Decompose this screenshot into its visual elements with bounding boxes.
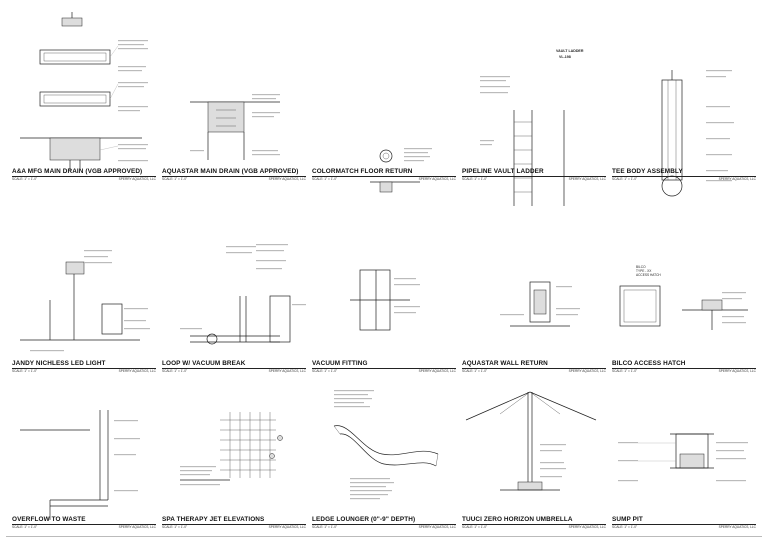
detail-brand: SPERRY AQUATICS, LLC xyxy=(118,177,156,181)
detail-title: LEDGE LOUNGER (0"-9" DEPTH) xyxy=(312,516,416,523)
detail-brand: SPERRY AQUATICS, LLC xyxy=(268,369,306,373)
detail-title: SUMP PIT xyxy=(612,516,643,523)
detail-title: A&A MFG MAIN DRAIN (VGB APPROVED) xyxy=(12,168,143,175)
title-rule xyxy=(312,368,456,369)
detail-scale: SCALE: 1" = 1'-0" xyxy=(462,369,488,373)
ledge-lounger-drawing xyxy=(333,390,439,500)
detail-brand: SPERRY AQUATICS, LLC xyxy=(568,525,606,529)
detail-brand: SPERRY AQUATICS, LLC xyxy=(268,525,306,529)
wall-return-drawing xyxy=(500,281,580,327)
detail-cell-ledge-lounger[interactable]: LEDGE LOUNGER (0"-9" DEPTH) SCALE: 1" = … xyxy=(310,350,458,529)
sump-pit-drawing xyxy=(618,433,748,482)
detail-scale: SCALE: 1" = 1'-0" xyxy=(12,369,38,373)
detail-brand: SPERRY AQUATICS, LLC xyxy=(568,369,606,373)
detail-brand: SPERRY AQUATICS, LLC xyxy=(418,525,456,529)
detail-title: JANDY NICHLESS LED LIGHT xyxy=(12,360,106,367)
detail-title: PIPELINE VAULT LADDER xyxy=(462,168,544,175)
detail-cell-access-hatch[interactable]: BILCO TYPE - XX ACCESS HATCH BILCO ACCES… xyxy=(610,200,758,375)
title-rule xyxy=(462,524,606,525)
title-rule xyxy=(312,176,456,177)
detail-scale: SCALE: 1" = 1'-0" xyxy=(312,525,338,529)
title-rule xyxy=(12,524,156,525)
detail-scale: SCALE: 1" = 1'-0" xyxy=(312,369,338,373)
detail-brand: SPERRY AQUATICS, LLC xyxy=(568,177,606,181)
detail-title: OVERFLOW TO WASTE xyxy=(12,516,86,523)
detail-cell-spa-jets[interactable]: SPA THERAPY JET ELEVATIONS SCALE: 1" = 1… xyxy=(160,350,308,529)
access-hatch-drawing: BILCO TYPE - XX ACCESS HATCH xyxy=(619,265,748,330)
detail-cell-main-drain-aa[interactable]: A&A MFG MAIN DRAIN (VGB APPROVED) SCALE:… xyxy=(10,10,158,185)
jandy-light-drawing xyxy=(20,250,150,352)
hatch-note-line3: ACCESS HATCH xyxy=(636,273,661,277)
detail-brand: SPERRY AQUATICS, LLC xyxy=(418,369,456,373)
title-rule xyxy=(12,176,156,177)
title-rule xyxy=(162,368,306,369)
detail-title: VACUUM FITTING xyxy=(312,360,368,367)
detail-brand: SPERRY AQUATICS, LLC xyxy=(118,369,156,373)
detail-brand: SPERRY AQUATICS, LLC xyxy=(718,525,756,529)
vault-ladder-label: VAULT LADDER xyxy=(556,49,584,53)
detail-title: TEE BODY ASSEMBLY xyxy=(612,168,683,175)
overflow-waste-drawing xyxy=(20,410,140,520)
detail-title: AQUASTAR MAIN DRAIN (VGB APPROVED) xyxy=(162,168,299,175)
title-rule xyxy=(612,368,756,369)
detail-scale: SCALE: 1" = 1'-0" xyxy=(612,177,638,181)
vacuum-fitting-drawing xyxy=(350,269,420,331)
spa-jets-drawing xyxy=(180,412,283,486)
title-rule xyxy=(462,368,606,369)
detail-scale: SCALE: 1" = 1'-0" xyxy=(612,525,638,529)
detail-title: BILCO ACCESS HATCH xyxy=(612,360,686,367)
detail-scale: SCALE: 1" = 1'-0" xyxy=(162,525,188,529)
detail-brand: SPERRY AQUATICS, LLC xyxy=(418,177,456,181)
detail-cell-sump-pit[interactable]: SUMP PIT SCALE: 1" = 1'-0" SPERRY AQUATI… xyxy=(610,350,758,529)
vault-ladder-model: VL-198 xyxy=(559,55,571,59)
detail-title: AQUASTAR WALL RETURN xyxy=(462,360,548,367)
detail-scale: SCALE: 1" = 1'-0" xyxy=(162,369,188,373)
umbrella-drawing xyxy=(465,391,597,491)
hatch-note-line1: BILCO xyxy=(636,265,646,269)
detail-brand: SPERRY AQUATICS, LLC xyxy=(718,177,756,181)
detail-scale: SCALE: 1" = 1'-0" xyxy=(312,177,338,181)
vault-ladder-drawing: VAULT LADDER VL-198 xyxy=(480,49,584,206)
main-drain-aa-drawing xyxy=(20,12,148,170)
title-rule xyxy=(162,524,306,525)
title-rule xyxy=(612,176,756,177)
detail-cell-main-drain-aquastar[interactable]: AQUASTAR MAIN DRAIN (VGB APPROVED) SCALE… xyxy=(160,10,308,185)
detail-cell-vacuum-fitting[interactable]: VACUUM FITTING SCALE: 1" = 1'-0" SPERRY … xyxy=(310,200,458,375)
detail-scale: SCALE: 1" = 1'-0" xyxy=(612,369,638,373)
detail-cell-tee-body[interactable]: TEE BODY ASSEMBLY SCALE: 1" = 1'-0" SPER… xyxy=(610,10,758,197)
main-drain-aquastar-drawing xyxy=(190,94,280,160)
title-rule xyxy=(12,368,156,369)
detail-cell-jandy-light[interactable]: JANDY NICHLESS LED LIGHT SCALE: 1" = 1'-… xyxy=(10,200,158,375)
detail-scale: SCALE: 1" = 1'-0" xyxy=(162,177,188,181)
title-rule xyxy=(312,524,456,525)
tee-body-drawing xyxy=(661,70,734,197)
detail-cell-floor-return[interactable]: COLORMATCH FLOOR RETURN SCALE: 1" = 1'-0… xyxy=(310,10,458,193)
sheet-footer-rule xyxy=(6,536,762,537)
detail-title: COLORMATCH FLOOR RETURN xyxy=(312,168,413,175)
detail-brand: SPERRY AQUATICS, LLC xyxy=(118,525,156,529)
detail-title: SPA THERAPY JET ELEVATIONS xyxy=(162,516,265,523)
detail-scale: SCALE: 1" = 1'-0" xyxy=(462,177,488,181)
detail-scale: SCALE: 1" = 1'-0" xyxy=(462,525,488,529)
title-rule xyxy=(462,176,606,177)
detail-cell-umbrella[interactable]: TUUCI ZERO HORIZON UMBRELLA SCALE: 1" = … xyxy=(460,350,608,529)
vacuum-break-drawing xyxy=(180,244,306,345)
detail-brand: SPERRY AQUATICS, LLC xyxy=(718,369,756,373)
hatch-note-line2: TYPE - XX xyxy=(636,269,652,273)
detail-title: TUUCI ZERO HORIZON UMBRELLA xyxy=(462,516,573,523)
title-rule xyxy=(612,524,756,525)
detail-cell-wall-return[interactable]: AQUASTAR WALL RETURN SCALE: 1" = 1'-0" S… xyxy=(460,200,608,375)
detail-brand: SPERRY AQUATICS, LLC xyxy=(268,177,306,181)
detail-scale: SCALE: 1" = 1'-0" xyxy=(12,177,38,181)
floor-return-drawing xyxy=(370,148,432,193)
title-rule xyxy=(162,176,306,177)
detail-cell-vacuum-break[interactable]: LOOP W/ VACUUM BREAK SCALE: 1" = 1'-0" S… xyxy=(160,200,308,375)
detail-cell-overflow-waste[interactable]: OVERFLOW TO WASTE SCALE: 1" = 1'-0" SPER… xyxy=(10,350,158,529)
detail-cell-vault-ladder[interactable]: VAULT LADDER VL-198 PIPELINE VAULT LADDE… xyxy=(460,10,608,206)
detail-title: LOOP W/ VACUUM BREAK xyxy=(162,360,246,367)
detail-scale: SCALE: 1" = 1'-0" xyxy=(12,525,38,529)
